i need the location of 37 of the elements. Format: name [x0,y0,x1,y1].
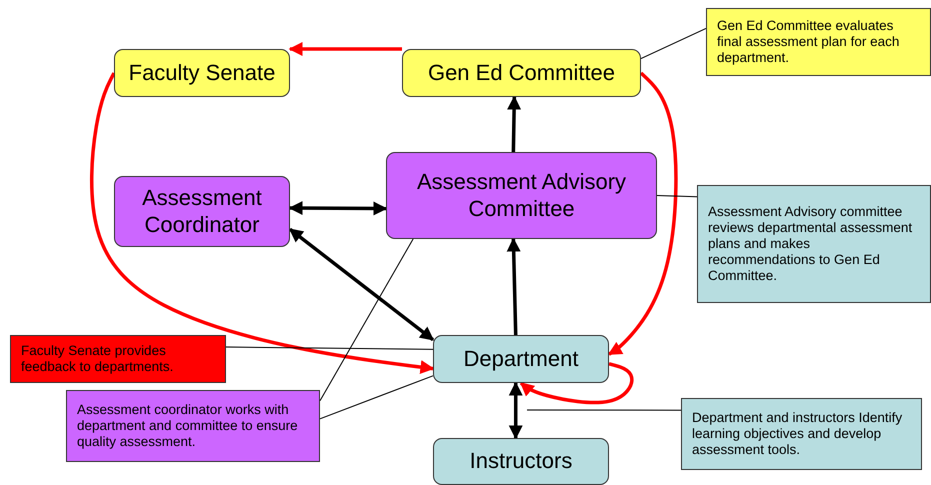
leader-line [640,28,706,60]
note-text: Assessment Advisory committee reviews departmental assessment plans and makes recommendations to Gen Ed Committee. [708,204,914,284]
leader-line [320,375,434,420]
process-box [433,438,609,485]
node-label: Instructors [470,448,572,475]
leader-line [320,238,414,402]
node-label: Assessment Advisory Committee [416,169,628,222]
note-text: Department and instructors Identify learning objectives and develop assessment tools. [692,410,904,458]
leader-line [656,195,698,198]
note-box [10,335,226,383]
arrow [608,72,678,356]
node-label: Faculty Senate [128,60,276,86]
node-label: Gen Ed Committee [428,60,616,86]
note-text: Gen Ed Committee evaluates final assessment plan for each department. [717,18,900,66]
process-box [433,335,609,383]
arrow [288,42,402,56]
arrow [90,72,434,374]
note-box [66,390,320,462]
process-box [114,176,290,247]
note-text: Assessment coordinator works with department and committee to ensure quality assessment. [77,402,299,450]
note-box [681,398,922,470]
arrow [506,238,521,336]
arrow [508,382,523,440]
process-box [402,49,641,97]
note-text: Faculty Senate provides feedback to departments. [21,342,174,376]
node-label: Assessment Coordinator [141,185,263,238]
arrow [288,228,434,342]
arrow [507,96,522,152]
note-box [697,185,931,303]
process-box [386,152,657,239]
arrow [520,362,634,404]
note-box [706,8,931,76]
node-label: Department [464,346,578,372]
process-box [114,49,290,97]
arrow [288,201,388,216]
leader-line [526,410,682,411]
leader-line [226,346,434,350]
